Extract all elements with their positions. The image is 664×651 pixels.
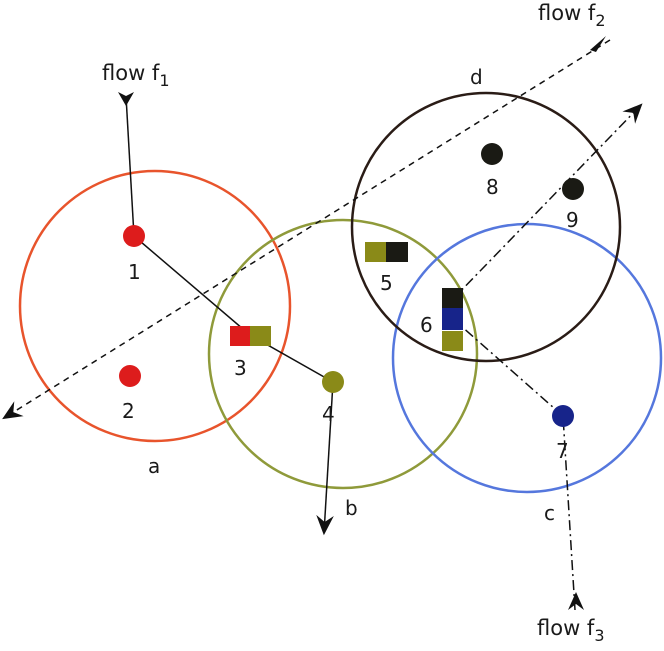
- flow-f3-path: [451, 103, 643, 611]
- cluster-a-label: a: [148, 454, 160, 478]
- node-2: [119, 365, 141, 387]
- node-3-label: 3: [234, 356, 247, 380]
- node-8: [481, 143, 503, 165]
- flow-f1-arrowhead-icon: [118, 92, 134, 106]
- node-7: [552, 405, 574, 427]
- node-6-label: 6: [420, 313, 433, 337]
- node-4: [322, 371, 344, 393]
- node-2-label: 2: [122, 399, 135, 423]
- flow-f2-label: flow f2: [538, 1, 606, 30]
- flow-f1-label: flow f1: [102, 61, 170, 90]
- flow-f3-arrowhead-icon: [568, 592, 584, 610]
- node-8-label: 8: [486, 175, 499, 199]
- flow-f3-label: flow f3: [537, 616, 605, 645]
- cluster-a-circle: [18, 169, 292, 443]
- node-5: [365, 242, 408, 262]
- node-9-label: 9: [566, 208, 579, 232]
- node-1-label: 1: [128, 260, 141, 284]
- flow-f2-path: [2, 36, 611, 420]
- cluster-b-label: b: [345, 496, 358, 520]
- node-7-label: 7: [556, 439, 569, 463]
- node-5-label: 5: [380, 271, 393, 295]
- node-4-label: 4: [322, 402, 335, 426]
- cluster-d-circle: [350, 91, 622, 363]
- cluster-d-label: d: [470, 65, 483, 89]
- node-3: [230, 326, 271, 346]
- node-6: [442, 288, 463, 351]
- node-9: [562, 178, 584, 200]
- cluster-c-label: c: [544, 501, 555, 525]
- cluster-c-circle: [391, 222, 663, 494]
- flow-f2-arrowhead-icon: [590, 36, 606, 52]
- node-1: [123, 225, 145, 247]
- cluster-b-circle: [207, 218, 479, 490]
